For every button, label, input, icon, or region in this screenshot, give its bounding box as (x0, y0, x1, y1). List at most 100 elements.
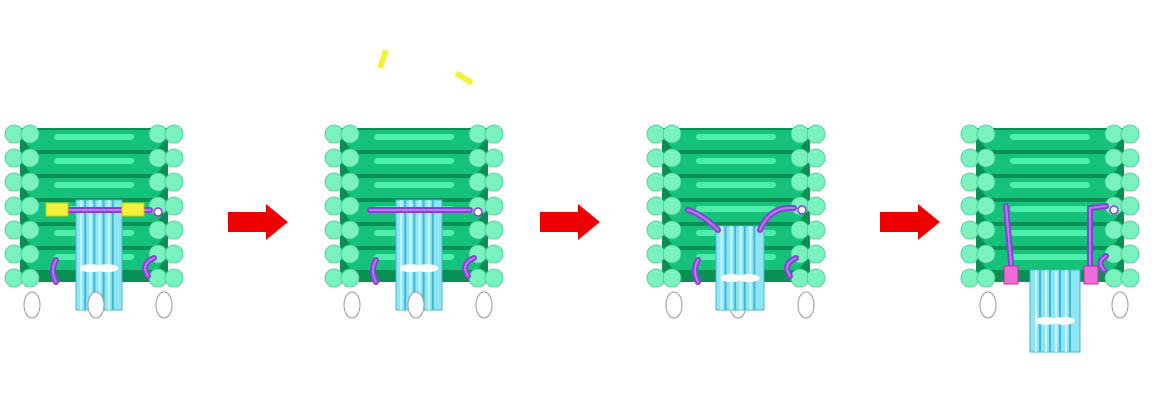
bead-left (20, 268, 40, 288)
bead-left (4, 268, 24, 288)
linker-highlight (372, 259, 377, 283)
bead-left (960, 196, 980, 216)
bead-right (148, 172, 168, 192)
bead-left (4, 196, 24, 216)
bead-right (468, 124, 488, 144)
barrel-band (737, 274, 760, 283)
bead-right (790, 148, 810, 168)
bead-left (960, 268, 980, 288)
bead-right (148, 124, 168, 144)
bead-right (806, 124, 826, 144)
bead-left (340, 196, 360, 216)
bead-left (960, 220, 980, 240)
bead-left (662, 172, 682, 192)
linker-anchor (153, 207, 163, 217)
linker-highlight (687, 209, 719, 231)
bead-right (468, 220, 488, 240)
barrel-band (1053, 316, 1075, 325)
bead-right (1120, 244, 1140, 264)
stage-4 (960, 124, 1140, 353)
stage-2 (324, 49, 504, 319)
bead-right (1120, 220, 1140, 240)
support-foot (665, 291, 683, 319)
bead-right (148, 268, 168, 288)
support-foot (87, 291, 105, 319)
support-foot (1111, 291, 1129, 319)
helix-highlight (696, 134, 776, 140)
helix-highlight (1010, 230, 1090, 236)
bead-left (976, 196, 996, 216)
bead-right (484, 196, 504, 216)
bead-right (484, 244, 504, 264)
bead-left (340, 124, 360, 144)
helix-highlight (374, 182, 454, 188)
linker-highlight (464, 257, 475, 277)
bead-left (662, 196, 682, 216)
released-tag-fragment (454, 70, 474, 86)
bead-left (976, 172, 996, 192)
bead-left (4, 148, 24, 168)
bead-right (1120, 148, 1140, 168)
bead-right (164, 196, 184, 216)
bead-left (646, 124, 666, 144)
bead-left (20, 172, 40, 192)
bead-left (646, 196, 666, 216)
bead-left (960, 124, 980, 144)
bead-right (164, 172, 184, 192)
bead-left (662, 148, 682, 168)
helix-highlight (696, 182, 776, 188)
linker-highlight (759, 206, 795, 231)
bead-left (646, 172, 666, 192)
bead-left (976, 268, 996, 288)
clamp-right (1083, 265, 1099, 285)
bead-left (4, 172, 24, 192)
barrel-band (96, 264, 119, 273)
support-foot (979, 291, 997, 319)
support-foot (23, 291, 41, 319)
bead-left (20, 244, 40, 264)
bead-left (976, 220, 996, 240)
bead-right (806, 172, 826, 192)
bead-right (484, 268, 504, 288)
support-foot (155, 291, 173, 319)
bead-right (484, 220, 504, 240)
bead-right (468, 172, 488, 192)
latch-tag-left (45, 202, 69, 217)
bead-left (324, 268, 344, 288)
helix-highlight (374, 158, 454, 164)
helix-highlight (696, 158, 776, 164)
arrow-stage-1-to-stage-2 (228, 204, 288, 240)
linker-anchor (1109, 205, 1119, 215)
released-tag-fragment (377, 49, 389, 69)
arrow-stage-3-to-stage-4 (880, 204, 940, 240)
bead-right (468, 148, 488, 168)
barrel-band (399, 264, 422, 273)
barrel-band (720, 274, 743, 283)
helix-highlight (1010, 254, 1090, 260)
bead-right (1120, 268, 1140, 288)
bead-left (960, 172, 980, 192)
bead-left (324, 220, 344, 240)
helix-highlight (1010, 182, 1090, 188)
bead-right (790, 220, 810, 240)
support-foot (475, 291, 493, 319)
support-foot (407, 291, 425, 319)
bead-left (340, 148, 360, 168)
bead-left (324, 196, 344, 216)
support-foot (343, 291, 361, 319)
bead-left (662, 124, 682, 144)
bead-right (806, 244, 826, 264)
linker-highlight (694, 259, 699, 283)
bead-left (662, 268, 682, 288)
bead-left (340, 244, 360, 264)
linker-anchor (797, 205, 807, 215)
bead-left (324, 172, 344, 192)
bead-right (148, 220, 168, 240)
barrel-band (1035, 316, 1057, 325)
bead-right (164, 244, 184, 264)
bead-right (1104, 172, 1124, 192)
bead-left (646, 244, 666, 264)
bead-left (4, 220, 24, 240)
bead-left (340, 172, 360, 192)
bead-right (806, 220, 826, 240)
